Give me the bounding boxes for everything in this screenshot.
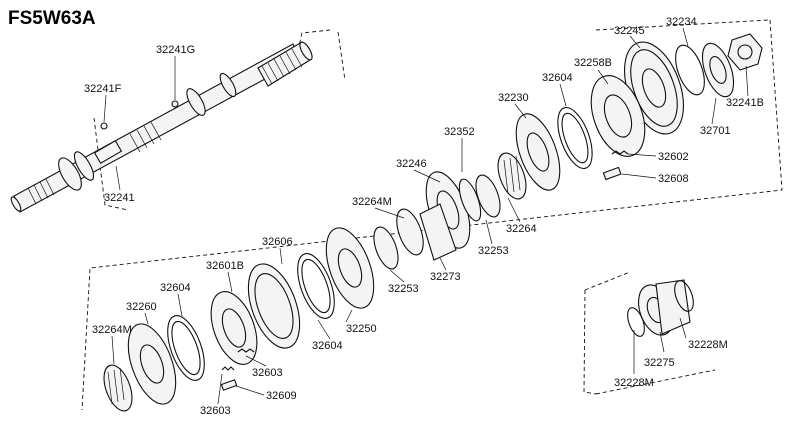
label-32245: 32245: [614, 25, 645, 37]
bearing-assembly: [627, 279, 694, 337]
label-32230: 32230: [498, 92, 529, 104]
label-32241F: 32241F: [84, 83, 122, 95]
label-32228M-left: 32228M: [614, 377, 654, 389]
label-32264M-lower: 32264M: [92, 324, 132, 336]
label-32253-lower: 32253: [388, 283, 419, 295]
label-32264M-upper: 32264M: [352, 196, 392, 208]
main-shaft: [10, 41, 313, 213]
label-32241: 32241: [104, 192, 135, 204]
part-labels: 32241G 32241F 32241 32245 32234 32258B 3…: [84, 16, 764, 417]
label-32253-upper: 32253: [478, 245, 509, 257]
label-32250: 32250: [346, 323, 377, 335]
label-32604-lower-left: 32604: [160, 282, 191, 294]
label-32604-middle: 32604: [312, 340, 343, 352]
dashed-frames: [81, 19, 783, 411]
label-32228M-right: 32228M: [688, 339, 728, 351]
label-32701: 32701: [700, 125, 731, 137]
label-32606: 32606: [262, 236, 293, 248]
label-32603-right: 32603: [252, 367, 283, 379]
label-32234: 32234: [666, 16, 697, 28]
label-32601B: 32601B: [206, 260, 244, 272]
label-32260: 32260: [126, 301, 157, 313]
label-32602: 32602: [658, 151, 689, 163]
label-32241G: 32241G: [156, 44, 195, 56]
label-32241B: 32241B: [726, 97, 764, 109]
label-32273: 32273: [430, 271, 461, 283]
label-32609: 32609: [266, 390, 297, 402]
upper-gear-cluster: [396, 33, 763, 261]
label-32246: 32246: [396, 158, 427, 170]
label-32275: 32275: [644, 357, 675, 369]
middle-gear-cluster: [103, 226, 399, 412]
label-32608: 32608: [658, 173, 689, 185]
diagram-title: FS5W63A: [8, 8, 96, 29]
label-32604-upper: 32604: [542, 72, 573, 84]
label-32352: 32352: [444, 126, 475, 138]
label-32258B: 32258B: [574, 57, 612, 69]
label-32603-left: 32603: [200, 405, 231, 417]
leader-lines: [103, 27, 749, 405]
label-32264: 32264: [506, 223, 537, 235]
